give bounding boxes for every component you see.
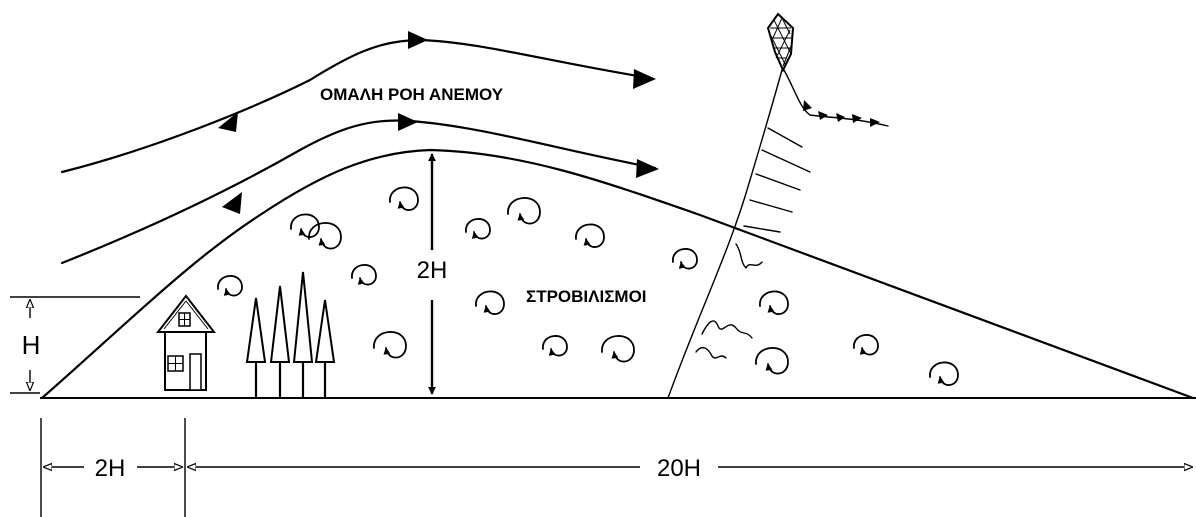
eddy: [475, 290, 505, 315]
eddy: [759, 290, 789, 315]
eddy: [575, 223, 605, 248]
upwind-distance-label: 2H: [95, 455, 126, 482]
eddy: [507, 197, 541, 225]
tree-icon: [245, 297, 267, 398]
flow-arrow: [218, 112, 238, 132]
obstacle-height-label: H: [22, 330, 41, 360]
eddy: [351, 264, 377, 286]
tree-icon: [269, 285, 291, 398]
hill-height-label: 2H: [417, 257, 448, 284]
kite-icon: [667, 12, 889, 399]
tree-icon: [314, 299, 336, 398]
trees: [245, 271, 336, 398]
shelter-zone-outline: [40, 148, 1195, 400]
flow-arrow: [408, 31, 428, 49]
eddy: [601, 335, 635, 363]
streamline-upper: [60, 38, 652, 174]
house-icon: [155, 294, 217, 391]
turbulence-squiggles: [695, 243, 763, 359]
eddy: [373, 331, 407, 359]
eddy: [853, 334, 879, 356]
tree-icon: [292, 271, 314, 398]
eddy: [389, 186, 419, 211]
eddy: [217, 275, 243, 297]
flow-arrow: [636, 159, 659, 178]
obstacle-height-dimension: H: [10, 296, 140, 394]
flow-arrow: [633, 69, 656, 89]
eddy: [465, 218, 491, 240]
flow-arrow: [398, 113, 418, 131]
distance-dimensions: 2H 20H: [40, 418, 1192, 517]
smooth-flow-label: ΟΜΑΛΗ ΡΟΗ ΑΝΕΜΟΥ: [320, 85, 504, 104]
flow-arrow: [222, 192, 242, 214]
eddy: [308, 222, 342, 250]
eddy: [672, 248, 698, 270]
hill-height-dimension: 2H: [417, 153, 448, 395]
eddy: [542, 335, 568, 357]
downwind-distance-label: 20H: [657, 455, 701, 482]
turbulence-eddies: [217, 186, 959, 386]
eddy: [290, 213, 320, 238]
eddy: [755, 347, 789, 375]
eddy: [929, 361, 959, 386]
turbulence-label: ΣΤΡΟΒΙΛΙΣΜΟΙ: [526, 287, 647, 306]
smooth-wind-flow: [60, 31, 659, 265]
streamline-middle: [60, 119, 657, 265]
